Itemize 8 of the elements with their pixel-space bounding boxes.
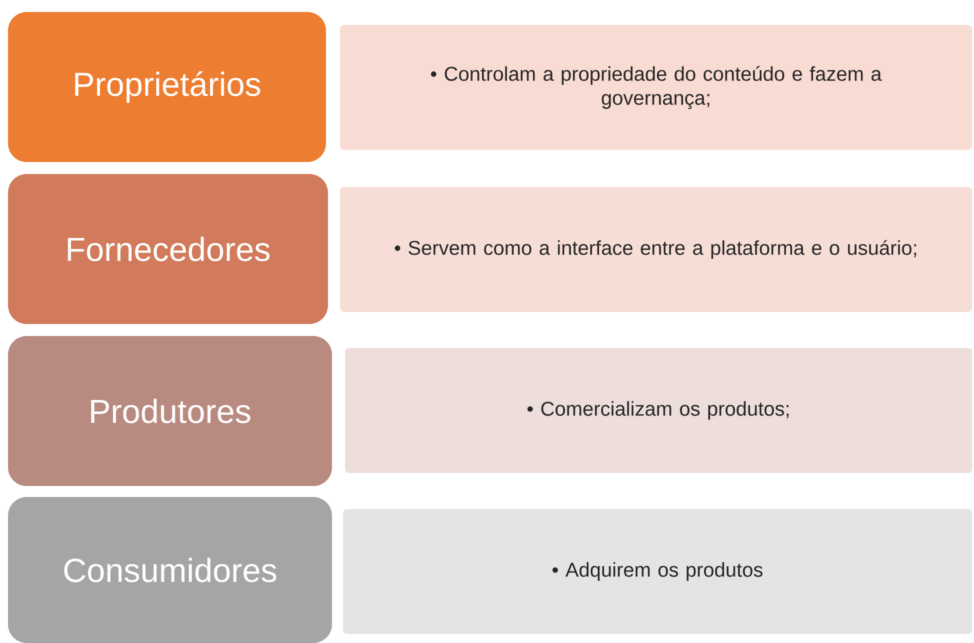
role-box: Proprietários [8, 12, 326, 162]
description-box: • Comercializam os produtos; [345, 348, 972, 473]
role-box: Produtores [8, 336, 332, 486]
role-box: Consumidores [8, 497, 332, 643]
description-box: • Controlam a propriedade do conteúdo e fazem a governança; [340, 25, 972, 150]
description-box: • Adquirem os produtos [343, 509, 972, 634]
role-box: Fornecedores [8, 174, 328, 324]
description-box: • Servem como a interface entre a plataforma e o usuário; [340, 187, 972, 312]
